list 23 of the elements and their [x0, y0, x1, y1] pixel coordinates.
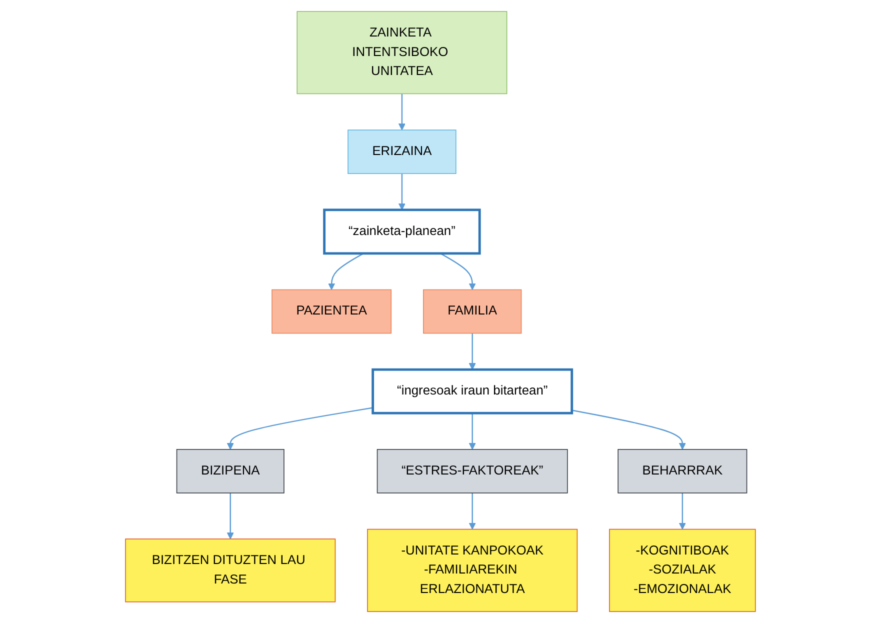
arrow — [226, 492, 234, 540]
arrow — [398, 174, 406, 210]
arrow — [440, 252, 476, 290]
arrow — [678, 492, 686, 530]
arrow — [572, 410, 686, 450]
arrow — [468, 333, 476, 370]
node-box: ZAINKETA INTENTSIBOKO UNITATEA — [296, 11, 508, 94]
node-box: “ingresoak iraun bitartean” — [372, 368, 574, 414]
node-box: “ESTRES-FAKTOREAK” — [376, 449, 568, 494]
arrow — [226, 407, 373, 450]
node-box: -UNITATE KANPOKOAK -FAMILIAREKIN ERLAZIONATUTA — [367, 528, 578, 612]
arrow — [398, 94, 406, 130]
node-box: BIZITZEN DITUZTEN LAU FASE — [125, 538, 336, 602]
arrow — [328, 252, 364, 290]
node-box: “zainketa-planean” — [323, 208, 481, 255]
node-box: PAZIENTEA — [272, 289, 392, 334]
node-box: ERIZAINA — [348, 130, 456, 174]
node-box: FAMILIA — [423, 289, 522, 334]
node-box: BIZIPENA — [176, 449, 284, 494]
arrow — [468, 413, 476, 450]
node-box: BEHARRRAK — [618, 449, 748, 494]
node-box: -KOGNITIBOAK -SOZIALAK -EMOZIONALAK — [609, 528, 756, 612]
arrow — [468, 492, 476, 530]
